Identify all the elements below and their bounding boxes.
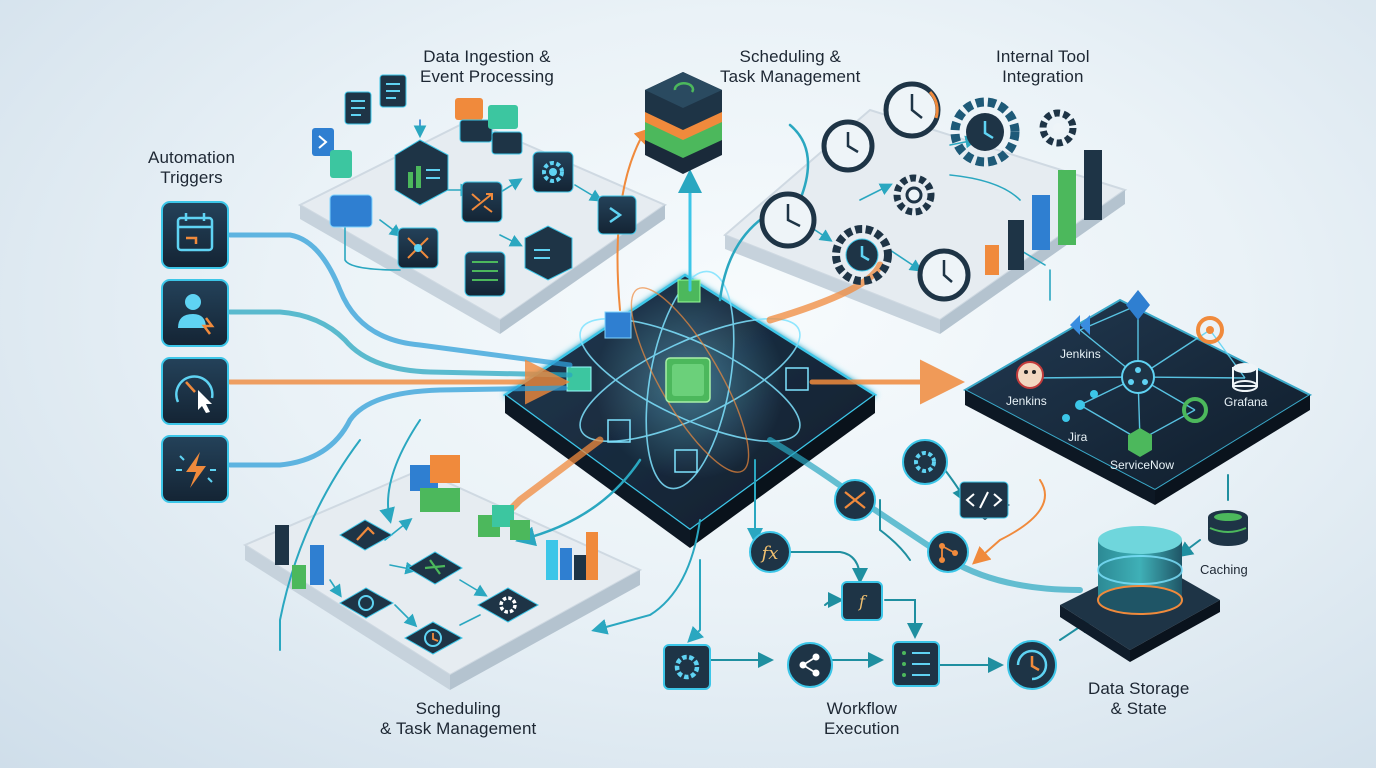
label-data-storage: Data Storage & State: [1088, 679, 1190, 718]
gear-clock-icon: [950, 97, 1020, 167]
server-tile-icon: [524, 225, 573, 281]
caching-icon: [1208, 510, 1248, 546]
list-tile-icon: [464, 251, 506, 297]
scheduling-bottom-icons: [275, 455, 598, 655]
gear-clock-icon: [832, 225, 892, 285]
workflow-icons: fx f: [663, 439, 1057, 690]
code-icon: [959, 481, 1010, 520]
jira-icon: [1070, 315, 1090, 335]
tool-network: [1016, 290, 1258, 457]
clock-icon: [821, 119, 875, 173]
terminal-tile-icon: [597, 195, 637, 235]
label-jenkins-left: Jenkins: [1006, 394, 1047, 408]
label-data-ingestion: Data Ingestion & Event Processing: [420, 47, 554, 86]
database-icon: [1232, 363, 1258, 392]
network-tile-icon: [407, 551, 463, 585]
svg-text:fx: fx: [760, 543, 779, 564]
gear-icon: [1039, 109, 1077, 147]
trigger-user[interactable]: [161, 279, 229, 347]
database-icon: [1097, 526, 1183, 615]
gear-tile-icon: [532, 151, 574, 193]
label-grafana: Grafana: [1224, 395, 1268, 409]
trigger-calendar[interactable]: [161, 201, 229, 269]
bar-chart-icon: [275, 525, 598, 589]
scheduling-stack-icon: [645, 72, 722, 174]
gauge-cursor-icon: [175, 375, 214, 413]
label-scheduling-top: Scheduling & Task Management: [720, 47, 861, 86]
branch-icon: [927, 531, 969, 573]
user-icon: [178, 294, 215, 335]
label-caching: Caching: [1200, 562, 1248, 577]
clock-tile-icon: [403, 621, 464, 655]
route-tile-icon: [339, 519, 394, 551]
checklist-icon: [892, 641, 940, 687]
platform-tool-integration: [962, 298, 1313, 505]
function-icon: fx: [749, 531, 791, 573]
label-scheduling-bottom: Scheduling & Task Management: [380, 699, 537, 738]
shuffle-tile-icon: [461, 181, 503, 223]
lightning-icon: [176, 452, 216, 488]
jenkins-icon: [1016, 361, 1044, 389]
gear-icon: [902, 439, 948, 485]
automation-triggers: [161, 201, 229, 503]
refresh-clock-icon: [1007, 640, 1057, 690]
label-jira: Jira: [1068, 430, 1088, 444]
internal-tool-icons: [759, 81, 1102, 302]
hub-network-icon: [1121, 360, 1155, 394]
gear-tile-icon: [476, 587, 540, 623]
central-hub: [502, 270, 878, 548]
grafana-icon: [1196, 316, 1224, 344]
calendar-icon: [176, 213, 214, 252]
input-block-icon: [329, 194, 373, 228]
label-automation-triggers: Automation Triggers: [148, 148, 235, 187]
function-icon: f: [841, 581, 883, 621]
share-icon: [787, 642, 833, 688]
clock-icon: [759, 191, 817, 249]
platform-internal-tool: [723, 108, 1128, 334]
trigger-gauge[interactable]: [161, 357, 229, 425]
clock-icon: [917, 248, 971, 302]
flow-lines: [227, 119, 1229, 673]
stacked-blocks-icon: [410, 455, 530, 540]
svg-text:f: f: [858, 592, 868, 611]
label-workflow-execution: Workflow Execution: [824, 699, 900, 738]
servicenow-cube-icon: [1128, 428, 1152, 457]
data-storage: [1060, 510, 1248, 662]
gear-icon: [893, 174, 935, 216]
trigger-event[interactable]: [161, 435, 229, 503]
diamond-icon: [1126, 290, 1150, 320]
label-internal-tool: Internal Tool Integration: [996, 47, 1090, 86]
clock-tile-icon: [338, 587, 395, 619]
bar-chart-icon: [985, 150, 1102, 275]
share-node-icon: [1062, 390, 1098, 422]
data-ingestion-icons: [312, 74, 637, 297]
analytics-cube-icon: [394, 139, 449, 206]
label-servicenow: ServiceNow: [1110, 458, 1175, 472]
clock-icon: [883, 81, 941, 139]
label-jenkins-top: Jenkins: [1060, 347, 1101, 361]
network-tile-icon: [397, 227, 439, 269]
gear-icon: [663, 644, 711, 690]
servicenow-ring-icon: [1182, 397, 1208, 423]
document-icons: [312, 74, 523, 178]
shuffle-icon: [834, 479, 876, 521]
